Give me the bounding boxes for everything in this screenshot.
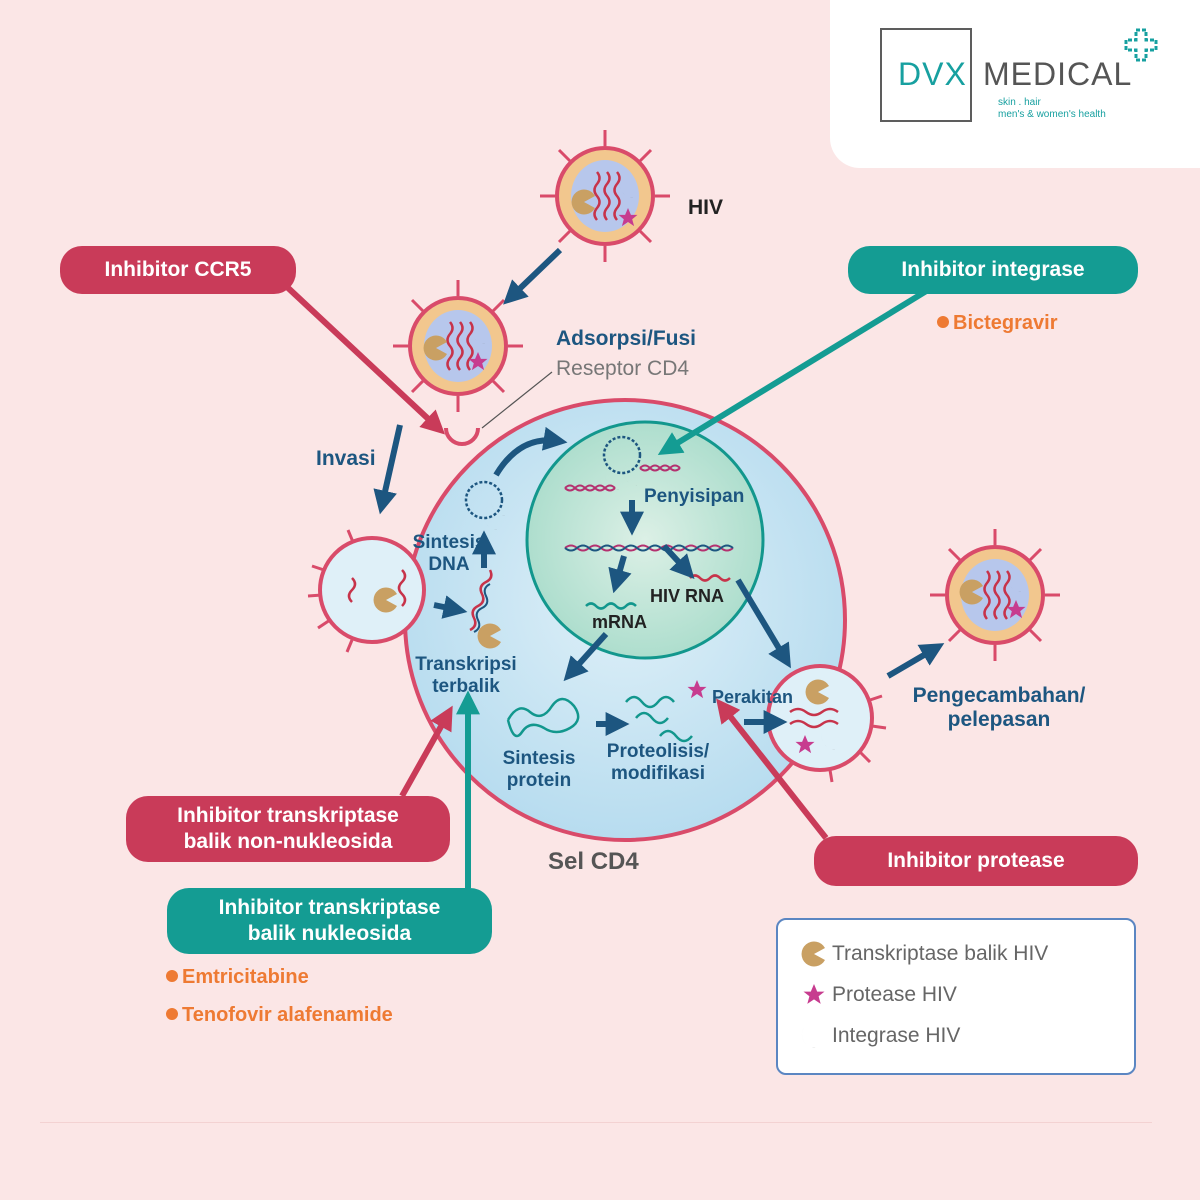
step-protein-synthesis-line1: Sintesis <box>502 748 576 769</box>
drug-bictegravir-label: Bictegravir <box>953 312 1058 334</box>
logo-primary-text: DVX <box>898 56 967 92</box>
legend-item-protease: Protease HIV <box>800 981 957 1009</box>
logo-frame <box>880 28 972 122</box>
step-budding: Pengecambahan/ pelepasan <box>894 684 1104 732</box>
step-insertion: Penyisipan <box>644 486 745 507</box>
protease-star-icon <box>803 984 825 1004</box>
receptor-label: Reseptor CD4 <box>556 357 690 380</box>
step-reverse-transcription: Transkripsi terbalik <box>404 654 528 698</box>
inhibitor-nnrti-line1: Inhibitor transkriptase <box>177 804 399 828</box>
footer-divider <box>40 1122 1152 1123</box>
step-protein-synthesis-line2: protein <box>506 769 572 791</box>
inhibitor-nnrti-badge: Inhibitor transkriptase balik non-nukleo… <box>126 796 450 862</box>
cell-label: Sel CD4 <box>548 848 639 875</box>
step-dna-synthesis-line1: Sintesis <box>412 532 486 553</box>
inhibitor-nrti-line1: Inhibitor transkriptase <box>218 896 441 920</box>
step-reverse-transcription-line2: terbalik <box>432 675 500 697</box>
virus-label: HIV <box>688 196 724 219</box>
drug-tenofovir: Tenofovir alafenamide <box>166 1004 393 1027</box>
logo-tagline-2: men's & women's health <box>998 109 1106 120</box>
medical-cross-icon <box>1124 28 1158 62</box>
step-proteolysis-line1: Proteolisis/ <box>606 741 710 762</box>
step-reverse-transcription-line1: Transkripsi <box>415 654 517 675</box>
logo-tagline-1: skin . hair <box>998 97 1041 108</box>
bullet-dot <box>166 970 178 982</box>
drug-emtricitabine: Emtricitabine <box>166 966 309 989</box>
inhibitor-integrase-badge: Inhibitor integrase <box>848 246 1138 294</box>
step-protein-synthesis: Sintesis protein <box>494 748 584 792</box>
inhibitor-nrti-line2: balik nukleosida <box>247 922 412 945</box>
inhibitor-ccr5-badge: Inhibitor CCR5 <box>60 246 296 294</box>
logo-secondary-text: MEDICAL <box>983 56 1133 92</box>
inhibitor-nnrti-line2: balik non-nukleosida <box>183 830 393 853</box>
step-assembly: Perakitan <box>712 687 794 707</box>
step-dna-synthesis: Sintesis DNA <box>412 532 486 576</box>
hiv-rna-label: HIV RNA <box>650 586 725 606</box>
mrna-label: mRNA <box>592 612 648 632</box>
step-invasion: Invasi <box>316 447 376 470</box>
bullet-dot <box>166 1008 178 1020</box>
drug-tenofovir-label: Tenofovir alafenamide <box>182 1004 393 1026</box>
step-budding-line2: pelepasan <box>947 708 1051 732</box>
bullet-dot <box>937 316 949 328</box>
integrase-icon <box>801 1024 824 1049</box>
reverse-transcriptase-icon <box>801 941 825 967</box>
inhibitor-nrti-badge: Inhibitor transkriptase balik nukleosida <box>167 888 492 954</box>
legend-label-integrase: Integrase HIV <box>832 1024 961 1047</box>
legend-label-reverse-transcriptase: Transkriptase balik HIV <box>832 942 1049 965</box>
step-dna-synthesis-line2: DNA <box>428 553 470 575</box>
drug-emtricitabine-label: Emtricitabine <box>182 966 309 988</box>
drug-bictegravir: Bictegravir <box>937 312 1058 335</box>
step-proteolysis: Proteolisis/ modifikasi <box>594 741 722 785</box>
step-adsorption: Adsorpsi/Fusi <box>556 327 697 350</box>
inhibitor-protease-badge: Inhibitor protease <box>814 836 1138 886</box>
legend-item-reverse-transcriptase: Transkriptase balik HIV <box>800 940 1048 968</box>
step-proteolysis-line2: modifikasi <box>611 762 705 784</box>
legend: Transkriptase balik HIV Protease HIV Int… <box>776 918 1136 1075</box>
legend-label-protease: Protease HIV <box>832 983 957 1006</box>
step-budding-line1: Pengecambahan/ <box>912 684 1086 707</box>
legend-item-integrase: Integrase HIV <box>800 1022 960 1050</box>
